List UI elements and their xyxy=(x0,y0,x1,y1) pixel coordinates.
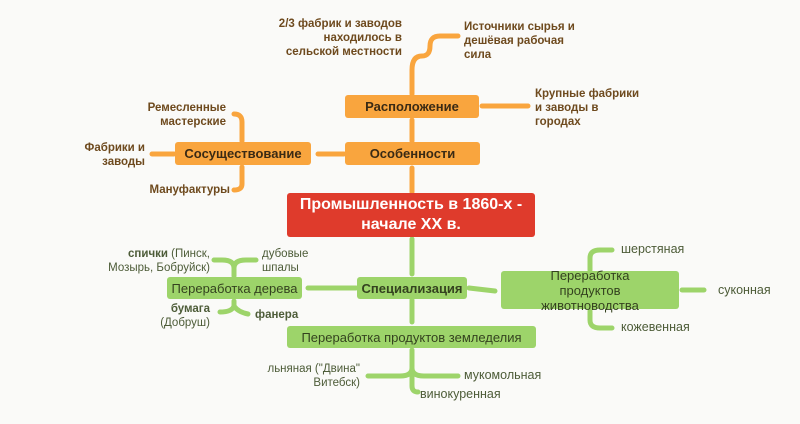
text-matches-rest: (Пинск, Мозырь, Бобруйск) xyxy=(108,248,210,274)
text-distilling: винокуренная xyxy=(420,387,501,401)
text-factories: Фабрики и заводы xyxy=(84,142,146,168)
text-matches-bold: спички xyxy=(128,248,168,260)
text-manufactories: Мануфактуры xyxy=(149,184,230,196)
text-matches: спички (Пинск, Мозырь, Бобруйск) xyxy=(84,247,210,275)
text-paper-bold: бумага xyxy=(170,303,210,315)
connector-wood-bottom xyxy=(217,298,251,317)
text-flour: мукомольная xyxy=(464,368,542,382)
node-coexistence[interactable]: Сосуществование xyxy=(175,142,311,165)
text-paper: бумага (Добруш) xyxy=(150,302,210,330)
text-rural: 2/3 фабрик и заводов находилось в сельск… xyxy=(278,18,402,58)
central-topic-line2: начале XX в. xyxy=(361,216,461,233)
node-features[interactable]: Особенности xyxy=(345,142,480,165)
node-agriculture[interactable]: Переработка продуктов земледелия xyxy=(287,326,536,348)
connector-livestock-wool xyxy=(587,247,615,273)
text-cities: Крупные фабрики и заводы в городах xyxy=(535,88,640,128)
text-wool: шерстяная xyxy=(621,242,685,256)
connector-wood-top xyxy=(211,257,259,279)
node-location[interactable]: Расположение xyxy=(345,95,479,118)
node-specialization[interactable]: Специализация xyxy=(357,277,467,299)
connector-coexistence-manufactories xyxy=(231,164,245,193)
text-cloth: суконная xyxy=(718,283,771,297)
node-wood[interactable]: Переработка дерева xyxy=(167,277,302,299)
connector-location-sources xyxy=(409,33,461,97)
connector-agriculture-children xyxy=(365,347,461,395)
connector-coexistence-crafts xyxy=(231,111,245,144)
text-plywood: фанера xyxy=(255,309,299,321)
connector-spec-livestock xyxy=(466,285,498,294)
text-sources: Источники сырья и дешёвая рабочая сила xyxy=(464,21,575,61)
text-linen: льняная ("Двина" Витебск) xyxy=(267,363,360,389)
central-topic-line1: Промышленность в 1860-х - xyxy=(299,196,523,213)
text-paper-rest: (Добруш) xyxy=(160,317,210,329)
text-sleepers: дубовые шпалы xyxy=(262,248,309,274)
node-livestock[interactable]: Переработка продуктов животноводства xyxy=(501,268,679,313)
connector-livestock-leather xyxy=(587,308,615,331)
central-topic[interactable]: Промышленность в 1860-х - начале XX в. xyxy=(287,193,535,237)
text-leather: кожевенная xyxy=(621,320,690,334)
text-crafts: Ремесленные мастерские xyxy=(147,102,226,128)
